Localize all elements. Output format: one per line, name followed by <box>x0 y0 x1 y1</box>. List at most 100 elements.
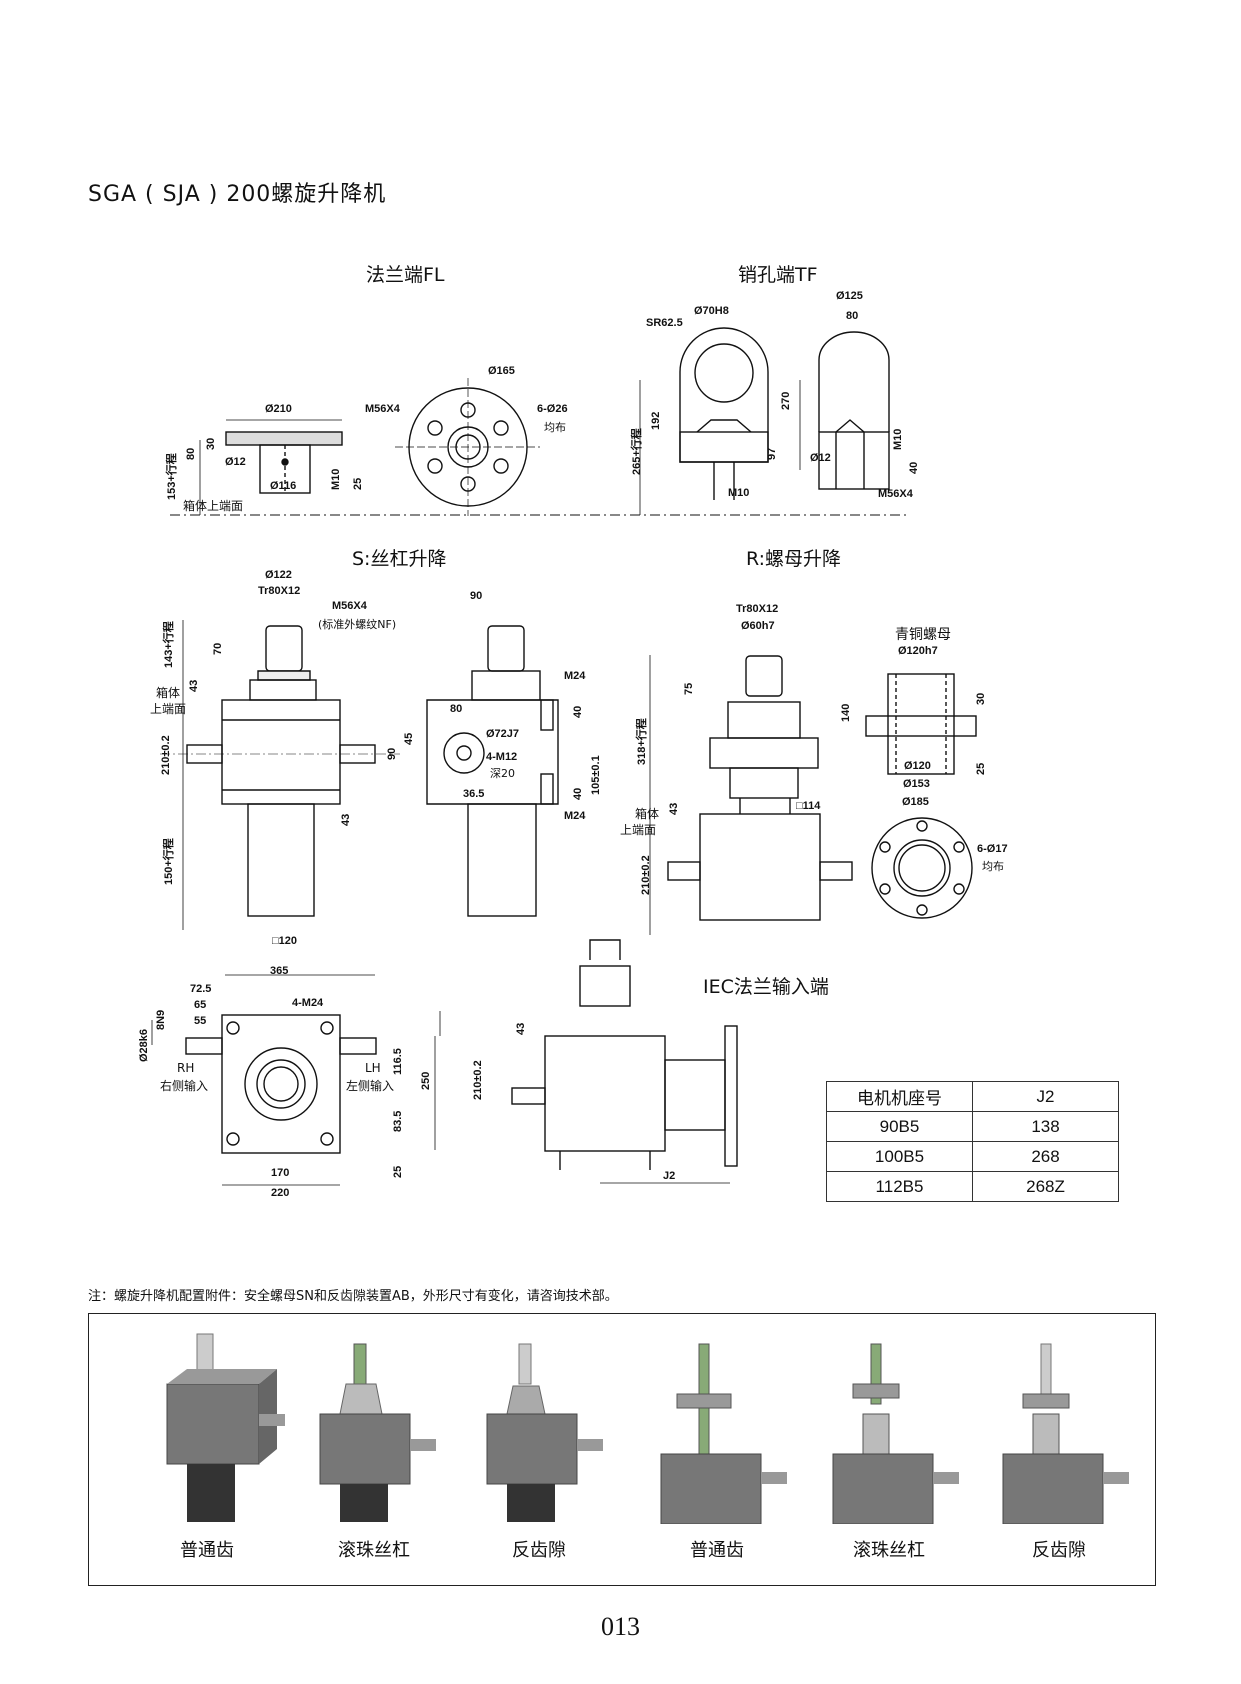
dim-b-j2: J2 <box>663 1170 676 1182</box>
dim-pin-m10b: M10 <box>892 428 904 450</box>
footnote: 注：螺旋升降机配置附件：安全螺母SN和反齿隙装置AB，外形尺寸有变化，请咨询技术… <box>88 1289 618 1304</box>
product-label: 滚珠丝杠 <box>338 1540 410 1561</box>
dim-s-h105: 105±0.1 <box>590 755 602 795</box>
table-cell: 268 <box>972 1141 1119 1172</box>
dim-s-tr: Tr80X12 <box>258 585 301 597</box>
dim-w80: 80 <box>846 310 859 322</box>
label-lh: LH <box>365 1061 381 1075</box>
flange-top-view <box>395 378 540 516</box>
dim-b-w65: 65 <box>194 999 207 1011</box>
dim-b-w220: 220 <box>271 1187 290 1199</box>
dim-r-stroke: 318+行程 <box>636 718 648 765</box>
dim-s-w36: 36.5 <box>463 788 485 800</box>
dim-s-sq120: □120 <box>272 935 297 947</box>
product-image <box>1002 1343 1129 1525</box>
dim-b-w365: 365 <box>270 965 289 977</box>
pin-side-view <box>818 331 890 490</box>
dim-r-h30: 30 <box>975 692 987 705</box>
dim-b-h83: 83.5 <box>392 1110 404 1132</box>
dim-b-w55: 55 <box>194 1015 207 1027</box>
dim-r-d120h7: Ø120h7 <box>898 645 938 657</box>
dim-pin-d12: Ø12 <box>810 452 831 464</box>
table-header-cell: 电机机座号 <box>826 1081 973 1112</box>
product-item: 滚珠丝杠 <box>294 1314 454 1585</box>
product-image <box>319 1343 436 1522</box>
dim-h25: 25 <box>352 477 364 490</box>
dim-b-m24: 4-M24 <box>292 997 324 1009</box>
dim-pin-m10: M10 <box>728 487 750 499</box>
label-rh: RH <box>177 1061 195 1075</box>
page-title: SGA ( SJA ) 200螺旋升降机 <box>88 182 387 207</box>
screw-lift-side <box>426 625 559 917</box>
dim-b-h250: 250 <box>420 1071 432 1090</box>
section-bronze-nut: 青铜螺母 <box>895 627 951 643</box>
product-item: 普通齿 <box>637 1314 797 1585</box>
dim-s-m24: M24 <box>564 670 586 682</box>
dim-s-d122: Ø122 <box>265 569 292 581</box>
label-rh-cn: 右侧输入 <box>160 1079 209 1093</box>
dim-stroke-153: 153+行程 <box>166 453 178 500</box>
dim-r-h75: 75 <box>683 682 695 695</box>
dim-r-h210: 210±0.2 <box>640 855 652 895</box>
page-number: 013 <box>601 1612 640 1641</box>
dim-sr: SR62.5 <box>646 317 683 329</box>
dim-b-h210: 210±0.2 <box>472 1060 484 1100</box>
table-cell: 268Z <box>972 1171 1119 1202</box>
label-nf: (标准外螺纹NF) <box>318 618 397 631</box>
dim-h80: 80 <box>185 447 197 460</box>
dim-r-h140: 140 <box>840 703 852 722</box>
dim-s-m56: M56X4 <box>332 600 367 612</box>
dim-b-h43: 43 <box>515 1022 527 1035</box>
label-s-topface: 上端面 <box>150 702 187 716</box>
dim-h270: 270 <box>780 391 792 410</box>
section-iec-input: IEC法兰输入端 <box>703 976 829 998</box>
label-r-box: 箱体 <box>635 807 660 821</box>
dim-b-k6: Ø28k6 <box>138 1028 150 1062</box>
dim-h97: 97 <box>766 447 778 460</box>
table-cell: 90B5 <box>826 1111 973 1142</box>
screw-lift-front <box>160 625 400 917</box>
product-image <box>660 1343 787 1525</box>
dim-h30: 30 <box>205 437 217 450</box>
dim-r-tr: Tr80X12 <box>736 603 779 615</box>
dim-s-h43b: 43 <box>340 813 352 826</box>
dim-d125: Ø125 <box>836 290 863 302</box>
table-row: 100B5 268 <box>826 1141 1119 1172</box>
dim-r-d60: Ø60h7 <box>741 620 775 632</box>
iec-side-view <box>511 939 738 1170</box>
product-label: 反齿隙 <box>512 1540 566 1561</box>
table-row: 112B5 268Z <box>826 1171 1119 1202</box>
dim-r-holes: 6-Ø17 <box>977 843 1008 855</box>
dim-s-h90: 90 <box>386 747 398 760</box>
dim-s-h70: 70 <box>212 642 224 655</box>
dim-s-h210: 210±0.2 <box>160 735 172 775</box>
dim-pin-m56: M56X4 <box>878 488 913 500</box>
dim-d70: Ø70H8 <box>694 305 729 317</box>
dim-r-d185: Ø185 <box>902 796 929 808</box>
dim-b-h116: 116.5 <box>392 1048 404 1075</box>
dim-r-sq114: □114 <box>796 800 821 812</box>
dim-m10: M10 <box>330 468 342 490</box>
label-box-top: 箱体上端面 <box>183 499 244 513</box>
table-row: 90B5 138 <box>826 1111 1119 1142</box>
dim-s-stroke-top: 143+行程 <box>163 621 175 668</box>
dim-r-d153: Ø153 <box>903 778 930 790</box>
dim-b-w72: 72.5 <box>190 983 212 995</box>
product-image <box>166 1333 285 1522</box>
dim-s-h40b: 40 <box>572 787 584 800</box>
dim-s-w80: 80 <box>450 703 463 715</box>
dim-holes: 6-Ø26 <box>537 403 568 415</box>
product-image <box>486 1343 603 1522</box>
product-item: 反齿隙 <box>979 1314 1139 1585</box>
section-nut-lift: R:螺母升降 <box>746 548 842 570</box>
dim-r-even: 均布 <box>982 860 1004 873</box>
product-label: 普通齿 <box>180 1540 234 1561</box>
dim-d12: Ø12 <box>225 456 246 468</box>
dim-s-m24b: M24 <box>564 810 586 822</box>
product-image <box>832 1343 959 1525</box>
dim-s-d72: Ø72J7 <box>486 728 520 740</box>
dim-b-w170: 170 <box>271 1167 290 1179</box>
product-label: 普通齿 <box>690 1540 744 1561</box>
dim-s-h43: 43 <box>188 679 200 692</box>
dim-d165: Ø165 <box>488 365 515 377</box>
